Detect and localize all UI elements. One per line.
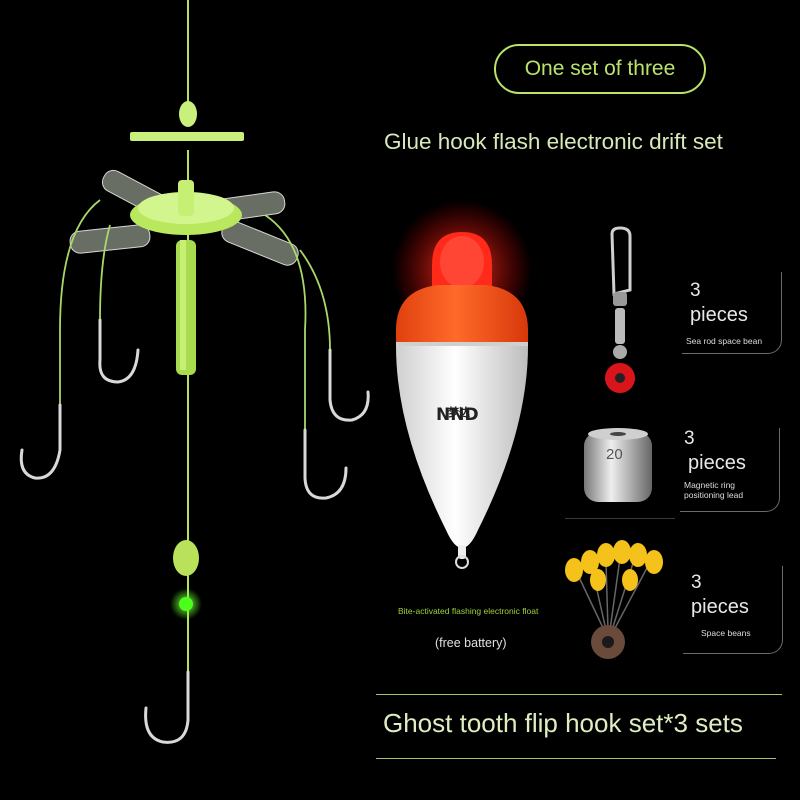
snap-swivel	[605, 226, 635, 393]
lead-weight-number: 20	[606, 446, 623, 463]
hook-hub	[130, 180, 242, 375]
piece-unit: pieces	[690, 304, 748, 326]
piece-qty: 3	[691, 572, 702, 593]
piece-unit: pieces	[688, 452, 746, 474]
float-battery-note: (free battery)	[435, 636, 507, 650]
headline: Glue hook flash electronic drift set	[384, 129, 723, 154]
set-badge: One set of three	[494, 44, 706, 94]
piece-desc: Sea rod space bean	[686, 336, 763, 346]
space-beans	[565, 540, 663, 659]
piece-card-beans: 3 pieces Space beans	[683, 566, 783, 654]
divider	[565, 518, 675, 519]
svg-text:NND: NND	[436, 405, 479, 425]
piece-qty: 3	[684, 428, 695, 449]
line-stopper	[130, 101, 244, 141]
piece-desc: Space beans	[701, 628, 751, 638]
glow-beads	[170, 540, 202, 620]
electronic-float: NND	[392, 200, 532, 569]
piece-desc: Magnetic ring positioning lead	[684, 480, 744, 500]
piece-card-lead: 3 pieces Magnetic ring positioning lead	[680, 428, 780, 512]
badge-label: One set of three	[524, 57, 676, 80]
float-caption: Bite-activated flashing electronic float	[398, 606, 539, 616]
fishing-hooks	[19, 318, 370, 744]
piece-qty: 3	[690, 280, 701, 301]
divider	[376, 758, 776, 759]
piece-card-swivel: 3 pieces Sea rod space bean	[682, 272, 782, 354]
bottom-title: Ghost tooth flip hook set*3 sets	[383, 708, 743, 738]
float-brand-label: 梦达	[448, 407, 470, 419]
lead-weight	[584, 428, 652, 502]
divider	[376, 694, 782, 695]
piece-unit: pieces	[691, 596, 749, 618]
hook-leaders	[59, 199, 331, 430]
